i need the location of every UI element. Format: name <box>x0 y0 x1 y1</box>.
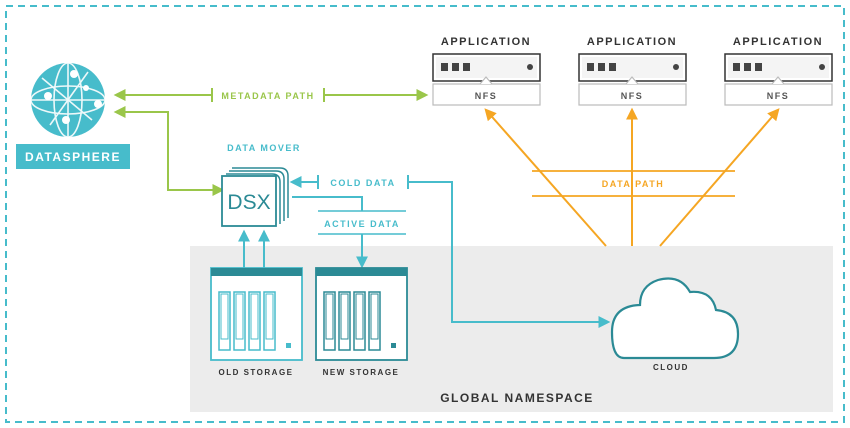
cloud-label: CLOUD <box>653 363 689 372</box>
datasphere-node: DATASPHERE <box>16 62 130 169</box>
active-data-path: ACTIVE DATA <box>292 196 406 269</box>
old-storage-node: OLD STORAGE <box>210 267 303 377</box>
cold-data-label: COLD DATA <box>330 178 395 188</box>
data-mover-label: DATA MOVER <box>227 143 301 153</box>
nfs-label: NFS <box>767 91 790 101</box>
datasphere-label: DATASPHERE <box>25 150 121 164</box>
global-namespace-label: GLOBAL NAMESPACE <box>440 391 594 405</box>
globe-network-icon <box>30 62 106 138</box>
cold-data-path: COLD DATA <box>289 175 611 328</box>
application-title: APPLICATION <box>441 36 531 48</box>
application-node-3: APPLICATION NFS <box>724 36 833 106</box>
old-storage-label: OLD STORAGE <box>218 368 293 377</box>
cloud-icon <box>610 277 740 360</box>
storage-array-icon <box>210 267 303 361</box>
metadata-path: METADATA PATH <box>113 88 429 196</box>
metadata-path-label: METADATA PATH <box>221 91 314 101</box>
application-title: APPLICATION <box>733 36 823 48</box>
active-data-label: ACTIVE DATA <box>324 219 400 229</box>
new-storage-node: NEW STORAGE <box>315 267 408 377</box>
application-title: APPLICATION <box>587 36 677 48</box>
migration-arrows <box>238 229 270 268</box>
data-path: DATA PATH <box>484 107 780 247</box>
nfs-label: NFS <box>475 91 498 101</box>
cloud-node: CLOUD <box>610 277 740 372</box>
dsx-box <box>221 175 277 227</box>
new-storage-label: NEW STORAGE <box>323 368 400 377</box>
nfs-label: NFS <box>621 91 644 101</box>
dsx-box-text: DSX <box>227 191 270 214</box>
storage-array-icon <box>315 267 408 361</box>
datasphere-banner <box>16 144 130 169</box>
data-mover-node: DATA MOVER DSX <box>221 143 301 227</box>
application-node-1: APPLICATION NFS <box>432 36 541 106</box>
application-node-2: APPLICATION NFS <box>578 36 687 106</box>
outer-dashed-frame <box>5 5 845 423</box>
